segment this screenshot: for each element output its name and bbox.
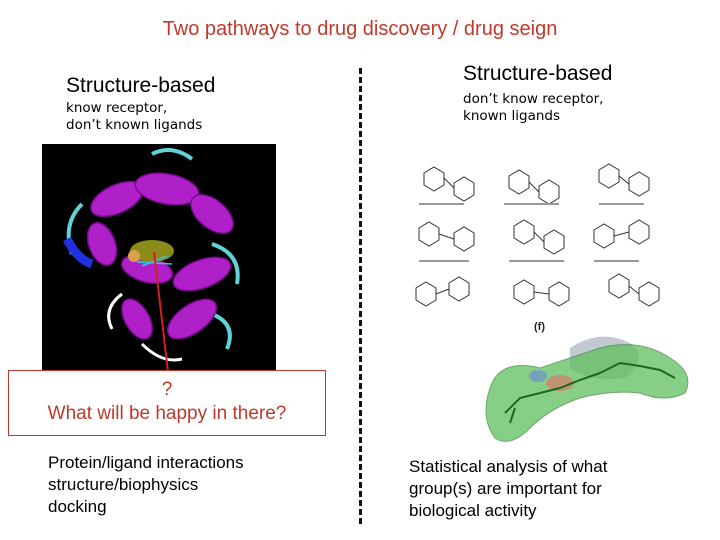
protein-loop	[140, 342, 183, 362]
right-bottom-text: Statistical analysis of what group(s) ar…	[409, 456, 607, 522]
left-bottom-text: Protein/ligand interactions structure/bi…	[48, 452, 244, 518]
right-heading: Structure-based	[463, 62, 613, 85]
left-bottom-line-3: docking	[48, 497, 107, 516]
chem-ring	[453, 226, 475, 252]
chem-ring	[638, 281, 660, 307]
protein-loop	[151, 148, 194, 161]
right-bottom-line-1: Statistical analysis of what	[409, 457, 608, 476]
question-box: ? What will be happy in there?	[8, 370, 326, 436]
right-sub-line-2: known ligands	[463, 108, 561, 124]
protein-helix	[121, 298, 153, 340]
protein-structure-image	[42, 144, 276, 372]
chem-ring	[538, 179, 560, 205]
surface-stick	[504, 372, 601, 414]
chem-bond	[438, 233, 455, 240]
chem-ring	[448, 276, 470, 302]
left-subheading: know receptor, don’t known ligands	[66, 100, 202, 134]
chem-bond	[533, 231, 545, 243]
chem-ring	[508, 169, 530, 195]
left-heading: Structure-based	[66, 74, 216, 97]
surface-green-body	[485, 344, 689, 442]
right-subheading: don’t know receptor, known ligands	[463, 91, 603, 125]
protein-helix	[86, 222, 118, 266]
chem-ring	[513, 219, 535, 245]
surface-stick	[509, 407, 516, 424]
left-sub-line-2: don’t known ligands	[66, 117, 203, 133]
chem-bond	[443, 177, 455, 189]
chem-bond	[528, 181, 540, 193]
protein-loop	[211, 312, 232, 350]
protein-helix	[172, 256, 232, 292]
left-bottom-line-1: Protein/ligand interactions	[48, 453, 244, 472]
chem-ring	[628, 219, 650, 245]
column-divider	[359, 68, 362, 524]
surface-blue-patch	[529, 370, 547, 382]
chem-caption-mark	[504, 203, 559, 205]
right-bottom-line-3: biological activity	[409, 501, 537, 520]
chem-ring	[513, 279, 535, 305]
chem-bond	[618, 175, 630, 185]
ligand-structures-image	[415, 163, 660, 307]
chem-ring	[543, 229, 565, 255]
chem-caption-mark	[594, 260, 639, 262]
pocket-atom	[128, 250, 140, 262]
chem-caption-mark	[509, 260, 564, 262]
panel-label: (f)	[534, 321, 545, 333]
chem-caption-mark	[419, 203, 464, 205]
chem-ring	[548, 281, 570, 307]
chem-bond	[613, 231, 630, 237]
protein-loop	[211, 242, 240, 285]
chem-ring	[415, 281, 437, 307]
left-bottom-line-2: structure/biophysics	[48, 475, 199, 494]
chem-ring	[608, 273, 630, 299]
protein-loop	[107, 292, 123, 330]
surface-stick	[599, 361, 676, 379]
chem-ring	[628, 171, 650, 197]
slide-title: Two pathways to drug discovery / drug se…	[162, 18, 558, 40]
question-text: What will be happy in there?	[47, 403, 287, 424]
pocket-pointer-line	[153, 251, 169, 372]
chem-ring	[453, 176, 475, 202]
chem-caption-mark	[419, 260, 469, 262]
chem-bond	[435, 288, 450, 295]
chem-caption-mark	[599, 203, 644, 205]
question-mark: ?	[161, 379, 173, 400]
chem-ring	[593, 223, 615, 249]
chem-bond	[628, 285, 640, 295]
pocket-ligand	[130, 240, 174, 262]
protein-helix	[166, 298, 218, 340]
chem-ring	[418, 221, 440, 247]
molecular-surface-image: (f)	[485, 321, 689, 442]
chem-ring	[598, 163, 620, 189]
protein-helix	[190, 193, 234, 235]
surface-red-patch	[546, 375, 574, 391]
right-sub-line-1: don’t know receptor,	[463, 91, 604, 107]
chem-ring	[423, 166, 445, 192]
chem-bond	[533, 291, 550, 295]
left-sub-line-1: know receptor,	[66, 100, 168, 116]
right-bottom-line-2: group(s) are important for	[409, 479, 602, 498]
protein-strand	[62, 236, 94, 269]
